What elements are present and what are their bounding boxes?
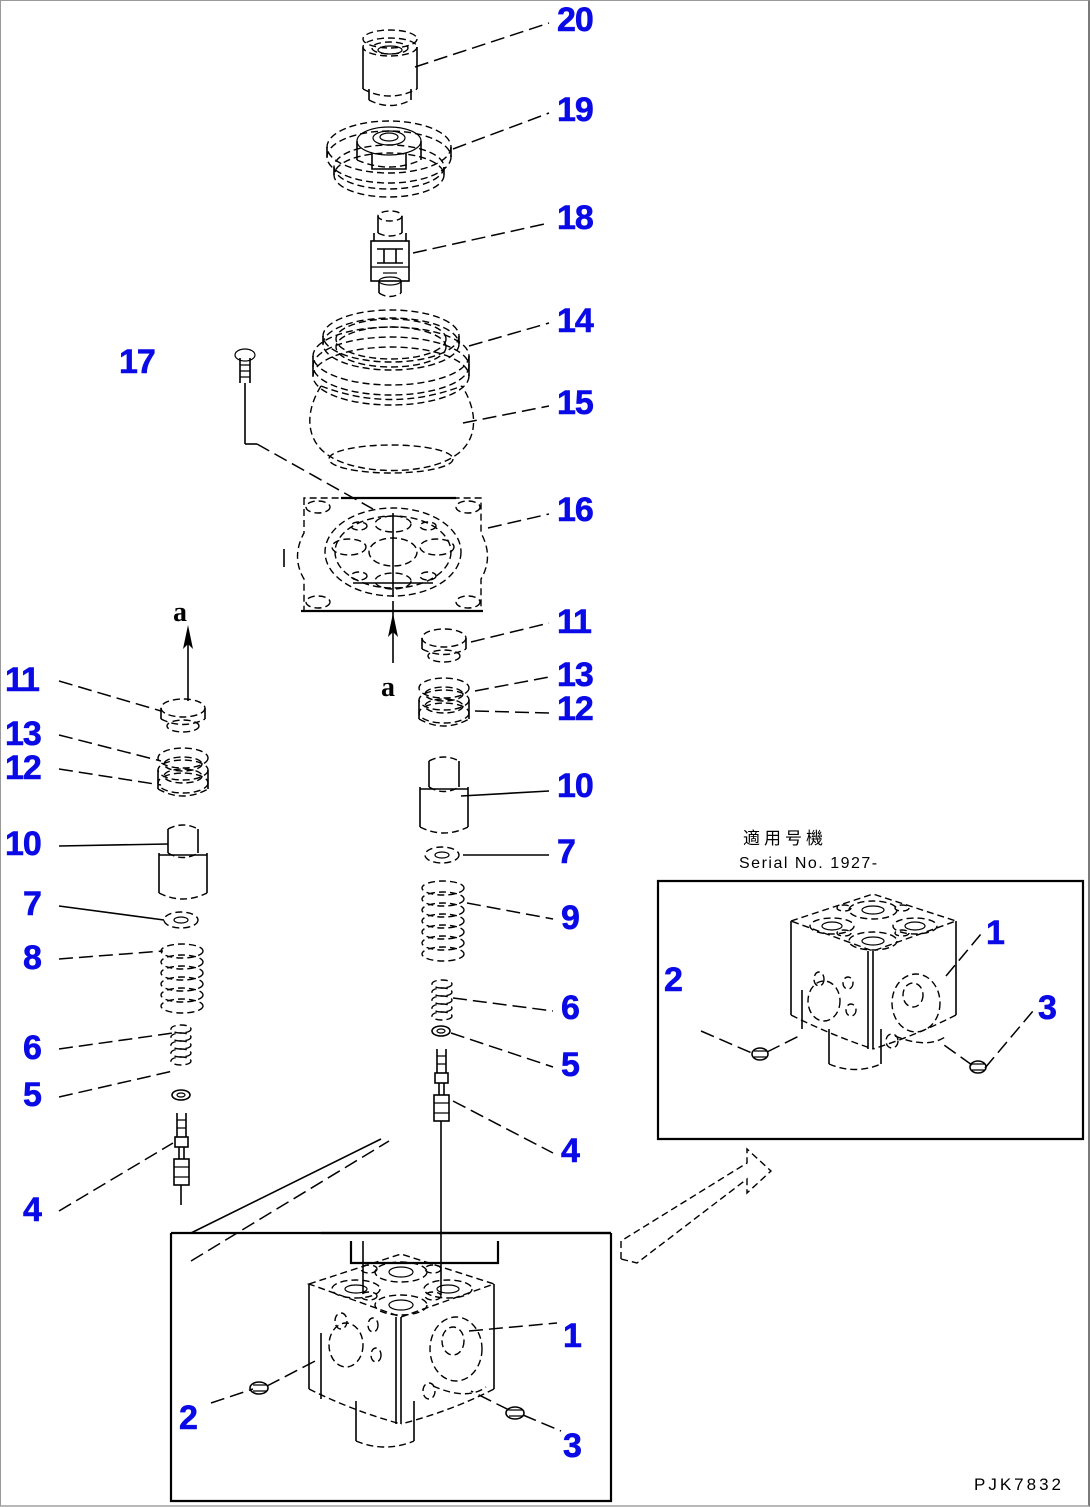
part-11-right-graphic — [421, 628, 467, 663]
callout-10-left[interactable]: 10 — [5, 825, 42, 863]
part-7-right-graphic — [424, 846, 460, 864]
callout-12-left[interactable]: 12 — [5, 749, 42, 787]
callout-12-right[interactable]: 12 — [557, 690, 594, 728]
callout-3-lower-inset[interactable]: 3 — [563, 1427, 583, 1465]
part-14-graphic — [312, 309, 470, 406]
part-8-graphic — [160, 943, 204, 1014]
part-5-left-graphic — [171, 1089, 191, 1101]
inset-lower-box — [169, 1138, 613, 1503]
callout-4-right[interactable]: 4 — [561, 1132, 581, 1170]
part-19-graphic — [326, 120, 452, 198]
part-20-graphic — [362, 29, 418, 107]
callout-17[interactable]: 17 — [119, 343, 156, 381]
part-13-12-right-graphic — [418, 677, 470, 727]
callout-8[interactable]: 8 — [23, 939, 43, 977]
callout-7-right[interactable]: 7 — [557, 833, 577, 871]
part-5-right-graphic — [431, 1025, 451, 1037]
callout-3-upper-inset[interactable]: 3 — [1038, 989, 1058, 1027]
callout-18[interactable]: 18 — [557, 199, 594, 237]
callout-2-upper-inset[interactable]: 2 — [664, 961, 684, 999]
part-6-left-graphic — [170, 1024, 192, 1066]
part-4-left-graphic — [173, 1113, 190, 1205]
callout-4-left[interactable]: 4 — [23, 1191, 43, 1229]
callout-14[interactable]: 14 — [557, 302, 594, 340]
callout-13-right[interactable]: 13 — [557, 656, 594, 694]
inset-upper-box — [656, 879, 1085, 1141]
part-4-right-graphic — [433, 1049, 450, 1241]
callout-20[interactable]: 20 — [557, 1, 594, 39]
callout-11-right[interactable]: 11 — [557, 603, 593, 641]
callout-10-right[interactable]: 10 — [557, 767, 594, 805]
section-mark-a-left: a — [173, 597, 187, 628]
callout-9[interactable]: 9 — [561, 899, 581, 937]
part-15-graphic — [309, 385, 475, 474]
callout-19[interactable]: 19 — [557, 91, 594, 129]
part-7-left-graphic — [163, 911, 199, 929]
valve-body-lower-graphic — [210, 1241, 562, 1448]
callout-5-left[interactable]: 5 — [23, 1076, 43, 1114]
part-16-graphic — [283, 496, 489, 613]
callout-2-lower-inset[interactable]: 2 — [179, 1399, 199, 1437]
part-10-left-graphic — [158, 824, 208, 900]
callout-13-left[interactable]: 13 — [5, 715, 42, 753]
part-10-right-graphic — [419, 756, 469, 834]
callout-16[interactable]: 16 — [557, 491, 594, 529]
callout-7-left[interactable]: 7 — [23, 885, 43, 923]
inset-note-serial: Serial No. 1927- — [739, 855, 879, 872]
inset-note-japanese: 適用号機 — [743, 829, 827, 848]
callout-11-left[interactable]: 11 — [5, 661, 41, 699]
part-18-graphic — [370, 210, 410, 298]
part-6-right-graphic — [431, 979, 453, 1021]
part-17-graphic — [234, 348, 374, 510]
part-11-left-graphic — [160, 698, 206, 733]
callout-5-right[interactable]: 5 — [561, 1046, 581, 1084]
leader-lines-left — [58, 680, 174, 1212]
callout-15[interactable]: 15 — [557, 384, 594, 422]
inset-pointer-arrow — [620, 1147, 773, 1264]
section-arrow-left — [183, 625, 193, 701]
callout-1-upper-inset[interactable]: 1 — [986, 914, 1006, 952]
valve-body-upper-graphic — [700, 893, 1034, 1074]
section-arrow-center — [388, 601, 398, 663]
callout-1-lower-inset[interactable]: 1 — [563, 1317, 583, 1355]
section-mark-a-center: a — [381, 672, 395, 703]
part-13-12-left-graphic — [157, 747, 209, 797]
leader-lines-right — [412, 22, 554, 1154]
part-9-graphic — [421, 880, 465, 962]
drawing-number: PJK7832 — [974, 1475, 1064, 1494]
callout-6-right[interactable]: 6 — [561, 989, 581, 1027]
callout-6-left[interactable]: 6 — [23, 1029, 43, 1067]
